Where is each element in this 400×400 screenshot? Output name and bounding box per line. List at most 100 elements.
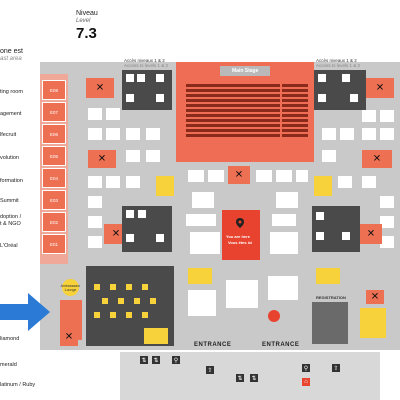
fork-knife-icon [366, 78, 394, 98]
seating-right [282, 84, 308, 139]
booth[interactable] [268, 276, 298, 300]
toilet-icon [126, 94, 134, 102]
side-label: formation [0, 178, 23, 184]
access-label-left: Accès niveaux 1 & 2 [124, 58, 165, 63]
side-label: agement [0, 111, 22, 117]
booth[interactable] [88, 216, 102, 228]
booth[interactable] [106, 108, 120, 120]
booth[interactable] [88, 108, 102, 120]
level-header: Niveau Level 7.3 [76, 10, 196, 43]
booth[interactable] [106, 128, 120, 140]
stairs-icon [126, 234, 134, 242]
booth[interactable] [362, 128, 376, 140]
booth[interactable] [146, 150, 160, 162]
room-e01[interactable]: E01 [42, 234, 66, 254]
seating-center [236, 84, 280, 139]
booth[interactable] [226, 280, 258, 308]
map-pin-icon [236, 218, 244, 228]
elevator-icon [342, 74, 350, 82]
booth[interactable] [126, 150, 140, 162]
side-label: Summit [0, 198, 19, 204]
elevator-icon: ⇅ [152, 356, 160, 364]
main-stage[interactable] [176, 62, 314, 162]
info-point[interactable] [144, 328, 168, 344]
registration-label: REGISTRATION [316, 295, 346, 300]
booth[interactable] [88, 176, 102, 188]
booth[interactable] [88, 236, 102, 248]
toilet-icon [316, 212, 324, 220]
booth[interactable] [256, 170, 272, 182]
booth[interactable] [190, 232, 220, 254]
fork-knife-icon [88, 150, 116, 168]
lounge-table [94, 284, 100, 290]
stage-platform [220, 66, 270, 76]
booth[interactable] [340, 128, 354, 140]
hanger-icon: ⌂ [302, 378, 310, 386]
side-label: latinum / Ruby [0, 382, 36, 388]
booth[interactable] [380, 128, 394, 140]
room-e04[interactable]: E04 [42, 168, 66, 188]
room-e03[interactable]: E03 [42, 190, 66, 210]
booth[interactable] [192, 192, 214, 208]
arrow-right-icon [0, 293, 50, 331]
toilet-icon [318, 94, 326, 102]
fork-knife-icon [362, 150, 392, 168]
booth[interactable] [296, 170, 308, 182]
main-stage-label: Main Stage [232, 68, 259, 74]
booth[interactable] [186, 214, 216, 226]
side-label: liamond [0, 336, 20, 342]
lounge-table [142, 312, 148, 318]
booth[interactable] [208, 170, 224, 182]
booth[interactable] [106, 176, 120, 188]
booth[interactable] [380, 216, 394, 228]
side-label: volution [0, 155, 19, 161]
toilet-icon [156, 234, 164, 242]
booth[interactable] [88, 128, 102, 140]
booth[interactable] [88, 196, 102, 208]
booth[interactable] [380, 196, 394, 208]
fork-knife-icon [60, 328, 78, 346]
info-point[interactable] [314, 176, 332, 196]
elevator-icon [137, 74, 145, 82]
room-e08[interactable]: E08 [42, 80, 66, 100]
booth[interactable] [272, 214, 296, 226]
room-e06[interactable]: E06 [42, 124, 66, 144]
booth[interactable] [380, 110, 394, 122]
lounge-table [118, 298, 124, 304]
booth[interactable] [338, 176, 352, 188]
booth[interactable] [126, 128, 140, 140]
info-point[interactable] [316, 268, 340, 284]
booth[interactable] [276, 192, 298, 208]
booth[interactable] [380, 236, 394, 248]
booth[interactable] [146, 128, 160, 140]
booth[interactable] [270, 232, 298, 254]
booth[interactable] [126, 176, 140, 188]
lounge-table [142, 284, 148, 290]
lounge-badge[interactable]: Ambassador Lounge [61, 279, 80, 296]
room-e05[interactable]: E05 [42, 146, 66, 166]
hanger-icon[interactable] [360, 308, 386, 338]
map-pin-icon [268, 310, 280, 322]
side-label: L'Oréal [0, 243, 18, 249]
booth[interactable] [188, 170, 204, 182]
fork-knife-icon [360, 224, 382, 244]
room-e07[interactable]: E07 [42, 102, 66, 122]
toilet-icon [156, 94, 164, 102]
booth[interactable] [362, 110, 376, 122]
booth[interactable] [188, 290, 216, 316]
access-sublabel-left: Access to levels 1 & 2 [124, 63, 169, 68]
booth[interactable] [276, 170, 292, 182]
seating-left [186, 84, 236, 139]
fork-knife-icon [228, 166, 250, 184]
level-number: 7.3 [76, 25, 97, 42]
stairs-icon [350, 94, 358, 102]
room-e02[interactable]: E02 [42, 212, 66, 232]
booth[interactable] [322, 150, 336, 162]
booth[interactable] [322, 128, 336, 140]
stairs-icon: ⇧ [332, 364, 340, 372]
registration-desks[interactable] [312, 302, 348, 344]
elevator-icon [316, 232, 324, 240]
booth[interactable] [362, 176, 376, 188]
info-point[interactable] [156, 176, 174, 196]
info-point[interactable] [188, 268, 212, 284]
